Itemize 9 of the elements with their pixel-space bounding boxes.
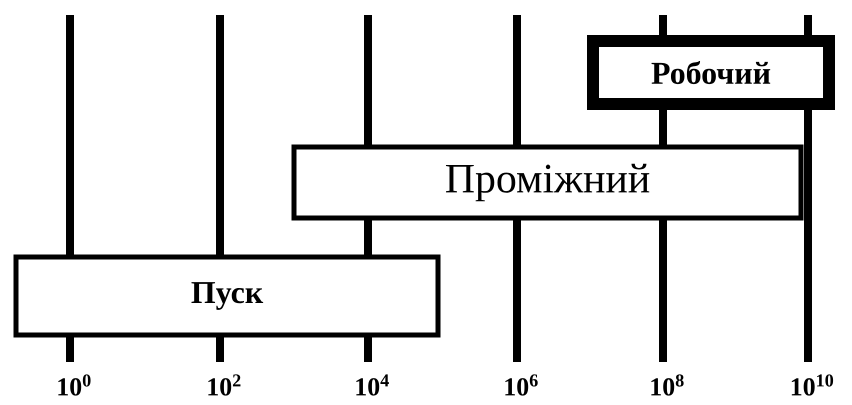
range-box: Робочий xyxy=(587,35,835,110)
tick-label: 10$^{2}$ xyxy=(208,374,240,396)
range-box: Проміжний xyxy=(292,144,804,220)
tick-label: 10$^{8}$ xyxy=(651,374,684,396)
tick-label: 10$^{10}$ xyxy=(792,374,834,396)
tick-label: 10$^{4}$ xyxy=(356,374,389,396)
range-box: Пуск xyxy=(14,254,440,338)
tick-label: 10$^{0}$ xyxy=(58,374,91,396)
tick-label: 10$^{6}$ xyxy=(505,374,538,396)
